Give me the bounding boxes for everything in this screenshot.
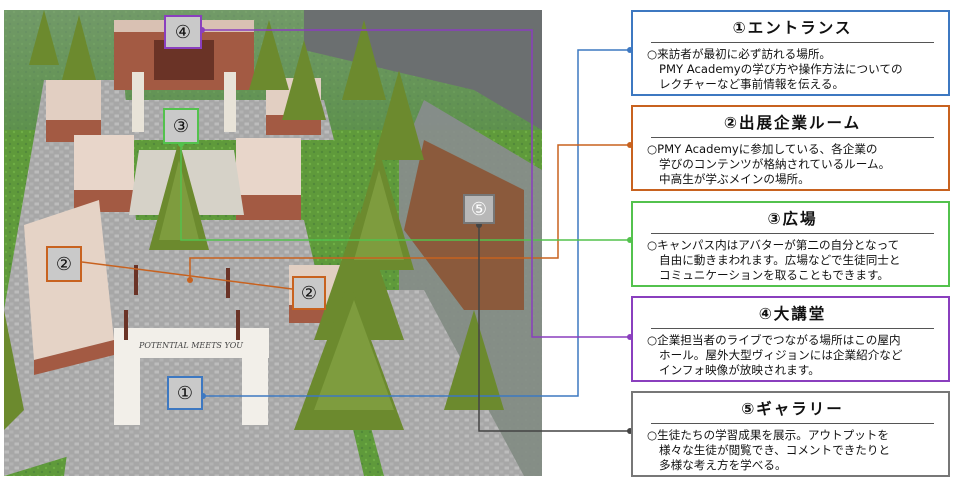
info-box-entrance: ①エントランス ○来訪者が最初に必ず訪れる場所。 PMY Academyの学び方… (631, 10, 950, 96)
marker-auditorium: ④ (164, 15, 202, 49)
info-box-auditorium: ④大講堂 ○企業担当者のライブでつながる場所はこの屋内 ホール。屋外大型ヴィジョ… (631, 296, 950, 382)
info-box-line: ホール。屋外大型ヴィジョンには企業紹介など (659, 348, 903, 362)
info-box-title: ⑤ギャラリー (651, 397, 934, 424)
info-box-line: ○生徒たちの学習成果を展示。アウトプットを (647, 428, 889, 442)
marker-gallery: ⑤ (463, 194, 495, 224)
info-box-line: 様々な生徒が閲覧でき、コメントできたりと (659, 443, 891, 457)
info-box-line: ○PMY Academyに参加している、各企業の (647, 142, 878, 156)
info-box-line: 多様な考え方を学べる。 (659, 458, 787, 472)
marker-exhibitor-room-right: ② (292, 276, 326, 310)
info-box-line: インフォ映像が放映されます。 (659, 363, 820, 377)
info-box-line: 中高生が学ぶメインの場所。 (659, 172, 810, 186)
info-box-line: 学びのコンテンツが格納されているルーム。 (659, 157, 891, 171)
info-box-line: ○企業担当者のライブでつながる場所はこの屋内 (647, 333, 901, 347)
marker-entrance: ① (167, 376, 203, 410)
info-box-title: ②出展企業ルーム (651, 111, 934, 138)
info-box-line: レクチャーなど事前情報を伝える。 (659, 77, 845, 91)
info-box-line: ○来訪者が最初に必ず訪れる場所。 (647, 47, 832, 61)
info-box-title: ①エントランス (651, 16, 934, 43)
info-box-line: 自由に動きまわれます。広場などで生徒同士と (659, 253, 901, 267)
info-box-line: ○キャンパス内はアバターが第二の自分となって (647, 238, 900, 252)
info-box-title: ④大講堂 (651, 302, 934, 329)
info-box-title: ③広場 (651, 207, 934, 234)
arch-sign-text: POTENTIAL MEETS YOU (138, 341, 243, 350)
info-box-line: PMY Academyの学び方や操作方法についての (659, 62, 903, 76)
info-box-exhibitor-room: ②出展企業ルーム ○PMY Academyに参加している、各企業の 学びのコンテ… (631, 105, 950, 191)
marker-plaza: ③ (163, 108, 199, 144)
info-box-line: コミュニケーションを取ることもできます。 (659, 268, 890, 282)
marker-exhibitor-room-left: ② (46, 246, 82, 282)
info-box-gallery: ⑤ギャラリー ○生徒たちの学習成果を展示。アウトプットを 様々な生徒が閲覧でき、… (631, 391, 950, 477)
info-box-plaza: ③広場 ○キャンパス内はアバターが第二の自分となって 自由に動きまわれます。広場… (631, 201, 950, 287)
